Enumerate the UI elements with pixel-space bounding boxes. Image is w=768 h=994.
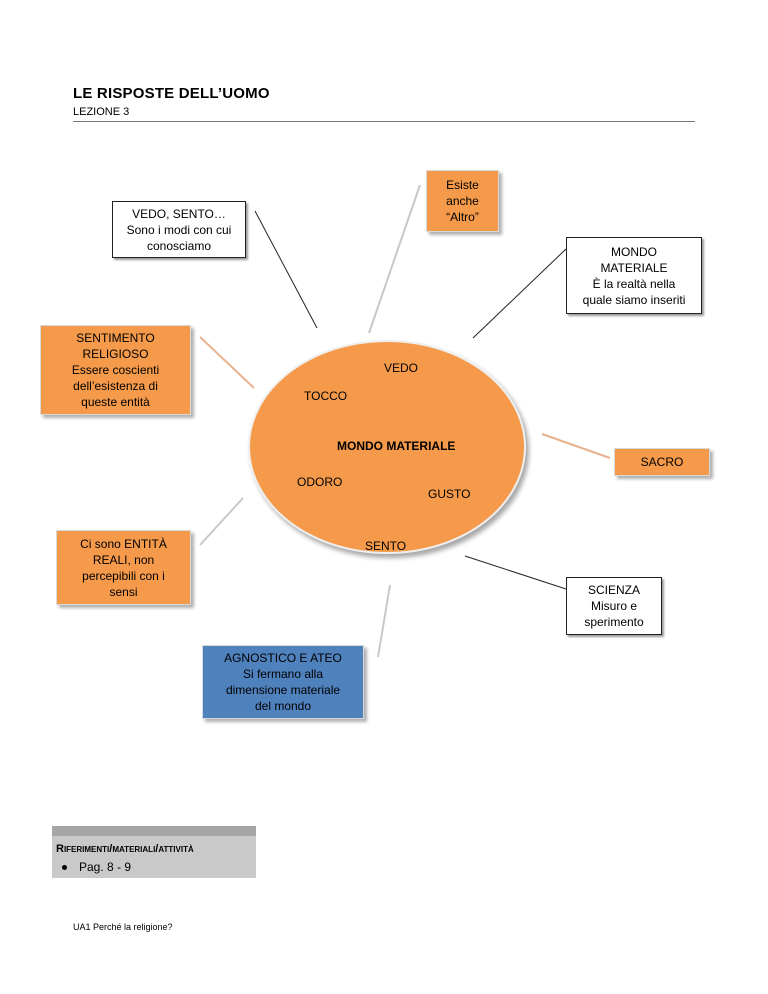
connector-sentimento	[199, 336, 255, 389]
box-sentimento-religioso: SENTIMENTO RELIGIOSO Essere coscienti de…	[40, 325, 191, 415]
connector-agnostico	[377, 584, 391, 658]
references-title: Riferimenti/materiali/attività	[56, 843, 194, 855]
connector-sacro	[541, 433, 611, 459]
connector-entita	[199, 497, 244, 546]
connector-scienza	[464, 555, 567, 590]
box-altro: Esiste anche “Altro”	[426, 170, 499, 232]
sense-tocco: TOCCO	[304, 389, 348, 403]
page-subtitle: LEZIONE 3	[73, 106, 130, 118]
center-label: MONDO MATERIALE	[337, 439, 456, 453]
connector-altro	[368, 184, 421, 334]
box-agnostico-ateo: AGNOSTICO E ATEO Si fermano alla dimensi…	[202, 645, 364, 719]
sense-gusto: GUSTO	[428, 487, 471, 501]
references-item: Pag. 8 - 9	[62, 860, 131, 874]
box-mondo-materiale: MONDO MATERIALE È la realtà nella quale …	[566, 237, 702, 314]
sense-vedo: VEDO	[384, 361, 419, 375]
references-box-header	[52, 826, 256, 836]
connector-vedo-sento	[254, 210, 318, 329]
page-title: LE RISPOSTE DELL’UOMO	[73, 85, 270, 102]
box-vedo-sento: VEDO, SENTO… Sono i modi con cui conosci…	[112, 201, 246, 258]
box-entita-reali: Ci sono ENTITÀ REALI, non percepibili co…	[56, 530, 191, 605]
sense-odoro: ODORO	[297, 475, 343, 489]
sense-sento: SENTO	[365, 539, 407, 553]
page-footer: UA1 Perché la religione?	[73, 922, 173, 932]
connector-mondo-materiale	[472, 248, 567, 339]
mondo-materiale-circle	[248, 340, 526, 554]
header-divider	[73, 121, 695, 122]
box-sacro: SACRO	[614, 448, 710, 476]
box-scienza: SCIENZA Misuro e sperimento	[566, 577, 662, 635]
bullet-icon	[62, 865, 67, 871]
